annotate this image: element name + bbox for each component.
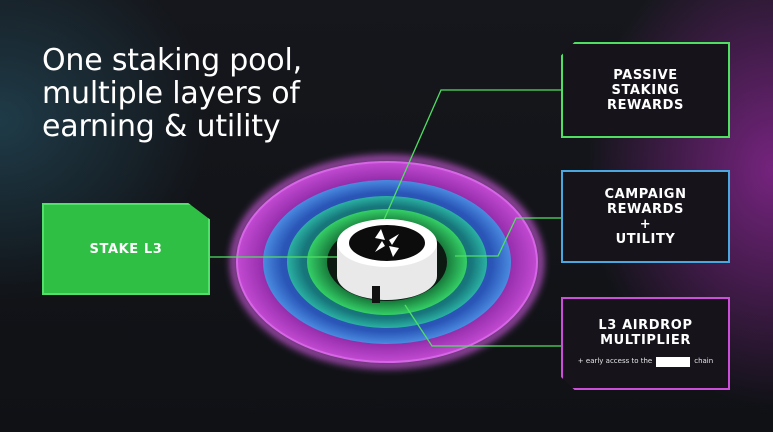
title-line-1: One staking pool, <box>42 43 302 78</box>
redacted-block <box>656 356 691 367</box>
passive-line-3: REWARDS <box>606 97 685 113</box>
stake-l3-label: STAKE L3 <box>89 241 163 257</box>
connector-lines <box>210 89 561 347</box>
airdrop-sub-after: chain <box>694 357 714 365</box>
airdrop-line-1: L3 AIRDROP <box>598 318 693 333</box>
passive-staking-rewards-card: PASSIVE STAKING REWARDS <box>561 42 730 138</box>
campaign-line-4: UTILITY <box>615 231 676 247</box>
airdrop-line-2: MULTIPLIER <box>600 333 691 348</box>
outer-ring-glow <box>231 156 543 368</box>
four-petal-logo-icon <box>375 229 399 257</box>
airdrop-sub-before: + early access to the <box>577 357 653 365</box>
line-campaign <box>455 217 561 257</box>
campaign-line-1: CAMPAIGN <box>604 186 687 202</box>
campaign-line-3: + <box>639 216 652 232</box>
campaign-line-2: REWARDS <box>606 201 685 217</box>
title-line-3: earning & utility <box>42 109 281 144</box>
passive-line-2: STAKING <box>611 82 680 98</box>
passive-line-1: PASSIVE <box>613 67 678 83</box>
campaign-rewards-utility-card: CAMPAIGN REWARDS + UTILITY <box>561 170 730 263</box>
l3-airdrop-multiplier-card: L3 AIRDROP MULTIPLIER + early access to … <box>561 297 730 390</box>
title-line-2: multiple layers of <box>42 76 300 111</box>
airdrop-subtext: + early access to the chain <box>578 354 713 369</box>
page-title: One staking pool, multiple layers of ear… <box>42 44 302 143</box>
stake-l3-card: STAKE L3 <box>42 203 210 295</box>
l3-coin <box>337 219 437 303</box>
line-passive <box>382 89 561 223</box>
line-airdrop <box>404 304 561 347</box>
